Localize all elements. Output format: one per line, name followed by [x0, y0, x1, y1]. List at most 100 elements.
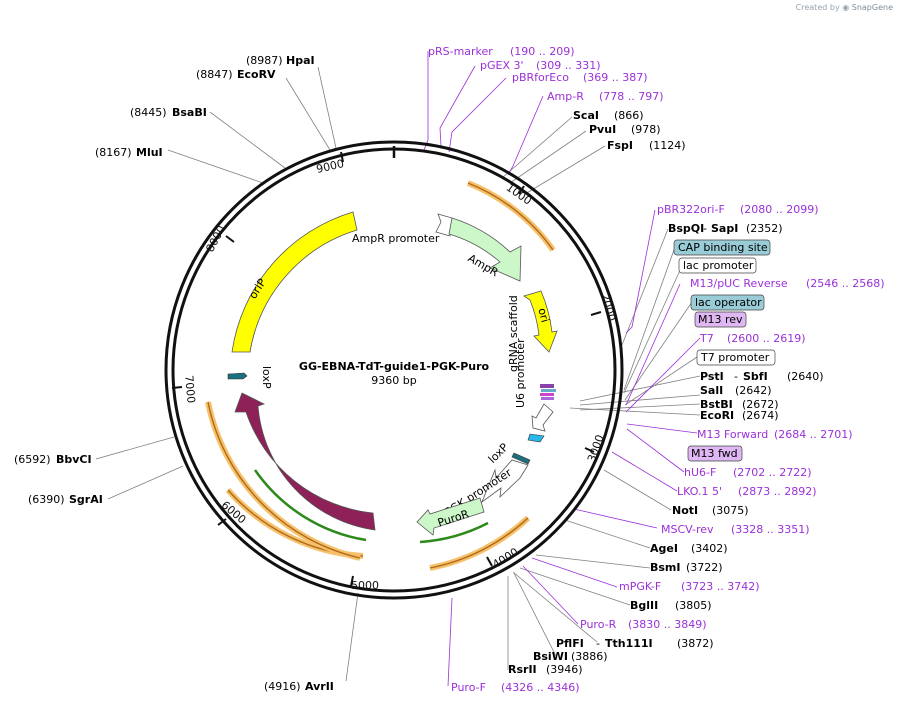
ori-arrow — [523, 290, 558, 353]
ecorv-name: EcoRV — [237, 68, 276, 81]
sgrai-pos: (6390) — [28, 493, 65, 506]
pflfi-name: PflFI — [556, 637, 584, 650]
sbfi-name: SbfI — [743, 370, 768, 383]
snapgene-credit: Created by ◉ SnapGene — [796, 3, 893, 12]
ecori-pos: (2674) — [742, 409, 779, 422]
loxp-right-marker — [527, 433, 545, 443]
primer-leader-lines — [423, 51, 701, 687]
tick-label-2000: 2000 — [598, 292, 618, 322]
orip-arrow — [231, 211, 358, 353]
sgrai-name: SgrAI — [69, 493, 103, 506]
ecori-name: EcoRI — [700, 409, 734, 422]
pvui-pos: (978) — [631, 123, 661, 136]
lko-range: (2873 .. 2892) — [738, 485, 817, 498]
psti-name: PstI — [700, 370, 724, 383]
scai-name: ScaI — [573, 109, 599, 122]
agei-pos: (3402) — [691, 542, 728, 555]
fspi-pos: (1124) — [649, 139, 686, 152]
t7-name: T7 — [699, 332, 714, 345]
puro-r-name: Puro-R — [580, 618, 617, 631]
cap-binding-box — [673, 239, 771, 256]
pgex-name: pGEX 3' — [480, 59, 524, 72]
bsiwi-name: BsiWI — [533, 650, 568, 663]
puro-f-range: (4326 .. 4346) — [501, 681, 580, 694]
leader-lines — [95, 66, 701, 682]
puro-f-name: Puro-F — [451, 681, 486, 694]
pgk-promoter-arrow — [481, 459, 529, 504]
m13puc-range: (2546 .. 2568) — [806, 277, 885, 290]
avrii-pos: (4916) — [264, 680, 301, 693]
m13-forward-name: M13 Forward — [697, 428, 768, 441]
ampr-arrow — [448, 217, 522, 282]
scai-pos: (866) — [614, 109, 644, 122]
mscv-name: MSCV-rev — [661, 523, 714, 536]
bbvci-pos: (6592) — [14, 453, 51, 466]
pbr322ori-name: pBR322ori-F — [657, 203, 725, 216]
m13-fwd-label: M13 fwd — [691, 447, 738, 460]
ebna1-label: EBNA1 — [282, 455, 319, 488]
bspqi-name: BspQI — [668, 222, 704, 235]
bsmi-pos: (3722) — [686, 561, 723, 574]
m13puc-name: M13/pUC Reverse — [690, 277, 788, 290]
ori-label: ori — [535, 307, 551, 324]
puror-arrow — [416, 497, 485, 536]
bstbi-name: BstBI — [700, 398, 733, 411]
lac-operator-box — [690, 294, 765, 311]
t7-promoter-label: T7 promoter — [700, 351, 770, 364]
pbr322ori-range: (2080 .. 2099) — [740, 203, 819, 216]
u6-label: U6 promoter — [514, 338, 527, 408]
mlui-name: MluI — [136, 146, 163, 159]
lac-operator-label: lac operator — [695, 296, 762, 309]
bsiwi-pos: (3886) — [571, 650, 608, 663]
rsrii-name: RsrII — [508, 663, 537, 676]
prs-marker-range: (190 .. 209) — [510, 45, 575, 58]
ebna1-arrow — [234, 392, 376, 531]
bstbi-pos: (2672) — [742, 398, 779, 411]
t7-range: (2600 .. 2619) — [727, 332, 806, 345]
m13-forward-range: (2684 .. 2701) — [774, 428, 853, 441]
backbone-outer-ring — [164, 140, 624, 600]
bsmi-name: BsmI — [650, 561, 681, 574]
cap-binding-label: CAP binding site — [678, 241, 768, 254]
ampr-promoter-label: AmpR promoter — [352, 232, 440, 245]
credit-text: Created by — [795, 3, 840, 12]
rsrii-pos: (3946) — [546, 663, 583, 676]
ampr-promoter-arrow — [435, 213, 453, 237]
bsabi-name: BsaBI — [172, 106, 207, 119]
noti-pos: (3075) — [712, 504, 749, 517]
m13-fwd-box — [687, 445, 743, 462]
tick-label-5000: 5000 — [351, 579, 379, 592]
tth111i-name: Tth111I — [605, 637, 653, 650]
u6-promoter-arrow — [531, 403, 554, 432]
sali-name: SalI — [700, 384, 723, 397]
amp-r-range: (778 .. 797) — [599, 90, 664, 103]
amp-r-name: Amp-R — [547, 90, 584, 103]
tick-label-7000: 7000 — [182, 375, 197, 404]
lac-promoter-box — [678, 257, 757, 274]
loxp-lower-marker — [511, 452, 531, 465]
pgex-range: (309 .. 331) — [536, 59, 601, 72]
hpai-name: HpaI — [286, 54, 315, 67]
psti-pos: (2640) — [787, 370, 824, 383]
lac-promoter-label: lac promoter — [683, 259, 754, 272]
lko-name: LKO.1 5' — [677, 485, 722, 498]
mlui-pos: (8167) — [95, 146, 132, 159]
pflfi-pos: (3872) — [677, 637, 714, 650]
grna-scaffold-features — [540, 384, 556, 400]
scale-ticks — [171, 151, 602, 587]
sapi-name: SapI — [711, 222, 738, 235]
noti-name: NotI — [672, 504, 698, 517]
bglii-pos: (3805) — [675, 599, 712, 612]
plasmid-size: 9360 bp — [371, 374, 416, 387]
loxp-right-label: loxP — [486, 440, 511, 465]
ebna-orf-green — [253, 469, 367, 542]
ecorv-pos: (8847) — [196, 68, 233, 81]
grna-label: gRNA scaffold — [507, 295, 520, 372]
prs-marker-name: pRS-marker — [428, 45, 493, 58]
hu6-range: (2702 .. 2722) — [733, 466, 812, 479]
agei-name: AgeI — [650, 542, 678, 555]
sali-pos: (2642) — [735, 384, 772, 397]
pbrforeco-name: pBRforEco — [512, 71, 569, 84]
pvui-name: PvuI — [589, 123, 616, 136]
